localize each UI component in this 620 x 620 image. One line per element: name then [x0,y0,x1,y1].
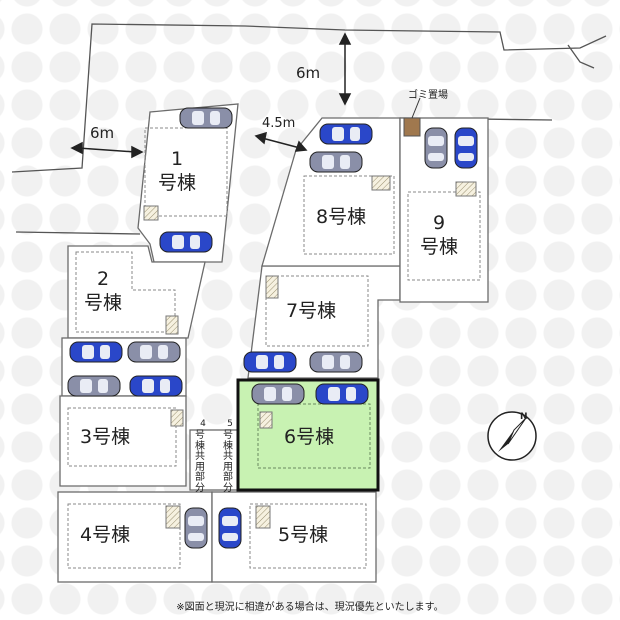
meter-box-lot-4 [165,505,181,529]
meter-box-lot-1 [143,205,159,221]
lot-9-label: 9 号棟 [420,212,458,260]
lot-2-number: 2 [96,268,110,290]
lot-6-footprint [257,403,371,469]
lot-9-suffix: 号棟 [420,235,459,258]
lot-3-footprint [67,407,177,467]
shared-part-right-text: 号棟共用部分 [223,430,233,494]
lot-9-number: 9 [432,212,446,234]
meter-box-lot-5 [255,505,271,529]
lot-5-footprint [249,503,367,569]
car-icon [309,151,363,173]
lot-5-label: 5号棟 [278,524,329,546]
car-icon [309,351,363,373]
garbage-leader-line [411,97,421,119]
car-icon [69,341,123,363]
compass-letter: N [520,412,528,422]
dimension-west [70,141,144,159]
car-icon [179,107,233,129]
car-icon [67,375,121,397]
lot-8-label: 8号棟 [316,206,367,228]
car-icon [127,341,181,363]
car-icon [129,375,183,397]
lot-7-label: 7号棟 [286,300,337,322]
car-icon [424,127,448,169]
lot-6-label: 6号棟 [284,426,335,448]
car-icon [184,507,208,549]
lot-9-footprint [407,191,481,281]
shared-part-left-number: 4 [200,419,206,429]
meter-box-lot-3 [170,409,184,427]
lot-4-label: 4号棟 [80,524,131,546]
road-width-top: 6m [296,64,321,82]
meter-box-lot-2 [165,315,179,335]
road-west-boundary [15,231,141,235]
road-east-boundary [567,44,595,69]
meter-box-lot-9 [455,181,477,197]
dimension-middle [254,131,308,152]
compass [487,411,537,461]
lot-2-label: 2 号棟 [84,268,122,316]
road-width-middle: 4.5m [262,116,296,131]
disclaimer-note: ※図面と現況に相違がある場合は、現況優先といたします。 [176,602,444,613]
car-icon [159,231,213,253]
car-icon [315,383,369,405]
road-top-boundary [11,23,607,173]
car-icon [251,383,305,405]
garbage-area-label: ゴミ置場 [408,90,448,101]
meter-box-lot-8 [371,175,391,191]
car-icon [454,127,478,169]
lot-3-label: 3号棟 [80,426,131,448]
road-width-west: 6m [90,124,115,142]
lot-7-footprint [265,275,369,347]
lot-1-suffix: 号棟 [158,171,197,194]
car-icon [243,351,297,373]
car-icon [218,507,242,549]
garbage-area-box [403,117,421,137]
lot-2-footprint [75,251,176,333]
lot-2-suffix: 号棟 [84,291,123,314]
dimension-top [338,32,352,106]
lot-1-number: 1 [170,148,184,170]
lot-8-footprint [303,175,395,255]
meter-box-lot-6 [259,411,273,429]
lot-1-label: 1 号棟 [158,148,196,196]
shared-part-left-text: 号棟共用部分 [195,430,205,494]
car-icon [319,123,373,145]
lot-4-footprint [67,503,181,569]
meter-box-lot-7 [265,275,279,299]
shared-part-right-number: 5 [227,419,233,429]
